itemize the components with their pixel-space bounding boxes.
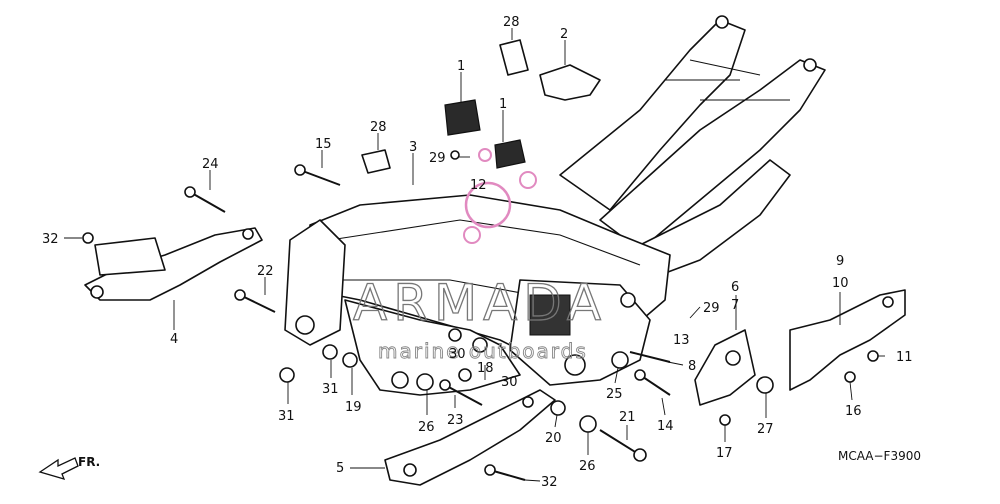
clip-28-mid — [361, 149, 391, 174]
bolt-8 — [629, 351, 671, 363]
watermark-tagline: marine outboards — [378, 339, 588, 363]
bolt-32-b — [484, 464, 526, 481]
part-label: 29 — [429, 151, 446, 166]
part-label: 18 — [477, 361, 494, 376]
fr-label: FR. — [78, 455, 100, 469]
part-label: 23 — [447, 413, 464, 428]
part-label: 26 — [418, 420, 435, 435]
part-label: 16 — [845, 404, 862, 419]
clip-28-top — [499, 39, 529, 76]
part-label: 19 — [345, 400, 362, 415]
part-label: 21 — [619, 410, 636, 425]
plate-6-7 — [694, 329, 756, 406]
part-label: 11 — [896, 350, 913, 365]
part-label: 30 — [501, 375, 518, 390]
diagram-code: MCAA−F3900 — [838, 449, 921, 463]
part-label: 7 — [731, 298, 739, 313]
part-label: 8 — [688, 359, 696, 374]
part-label: 17 — [716, 446, 733, 461]
bolt-32-a — [82, 232, 94, 244]
bolt-22 — [234, 289, 276, 313]
leader-lines — [64, 28, 885, 482]
part-label: 2 — [560, 27, 568, 42]
part-label: 14 — [657, 419, 674, 434]
pad-1 — [444, 99, 526, 169]
part-label: 26 — [579, 459, 596, 474]
part-label: 29 — [703, 301, 720, 316]
part-label: 4 — [170, 332, 178, 347]
side-cover-9-10 — [789, 289, 906, 391]
part-labels: 28 2 1 1 28 3 29 12 15 24 32 22 4 9 10 6… — [42, 15, 913, 490]
bolt-21 — [599, 429, 647, 462]
part-label: 31 — [278, 409, 295, 424]
part-label: 24 — [202, 157, 219, 172]
part-label: 9 — [836, 254, 844, 269]
part-label: 32 — [541, 475, 558, 490]
watermark-brand: ARMADA — [353, 274, 607, 332]
part-label: 1 — [499, 97, 507, 112]
part-label: 12 — [470, 178, 487, 193]
part-label: 31 — [322, 382, 339, 397]
bolt-24 — [184, 186, 226, 213]
left-bracket-4 — [84, 227, 263, 301]
main-frame — [284, 15, 826, 396]
part-label: 15 — [315, 137, 332, 152]
part-label: 28 — [370, 120, 387, 135]
part-label: 28 — [503, 15, 520, 30]
part-label: 5 — [336, 461, 344, 476]
front-direction-arrow: FR. — [38, 455, 100, 480]
part-label: 22 — [257, 264, 274, 279]
part-label: 25 — [606, 387, 623, 402]
part-label: 20 — [545, 431, 562, 446]
bracket-2 — [539, 64, 601, 101]
part-label: 10 — [832, 276, 849, 291]
part-label: 6 — [731, 280, 739, 295]
part-label: 1 — [457, 59, 465, 74]
bolt-14 — [634, 369, 671, 396]
lower-rail-5 — [384, 389, 556, 486]
part-label: 32 — [42, 232, 59, 247]
part-label: 3 — [409, 140, 417, 155]
bushings — [279, 150, 879, 433]
bolt-15 — [294, 164, 341, 186]
part-label: 27 — [757, 422, 774, 437]
part-label: 30 — [449, 347, 466, 362]
watermark: ARMADA marine outboards — [352, 148, 607, 363]
part-label: 13 — [673, 333, 690, 348]
bolt-23 — [439, 379, 483, 406]
